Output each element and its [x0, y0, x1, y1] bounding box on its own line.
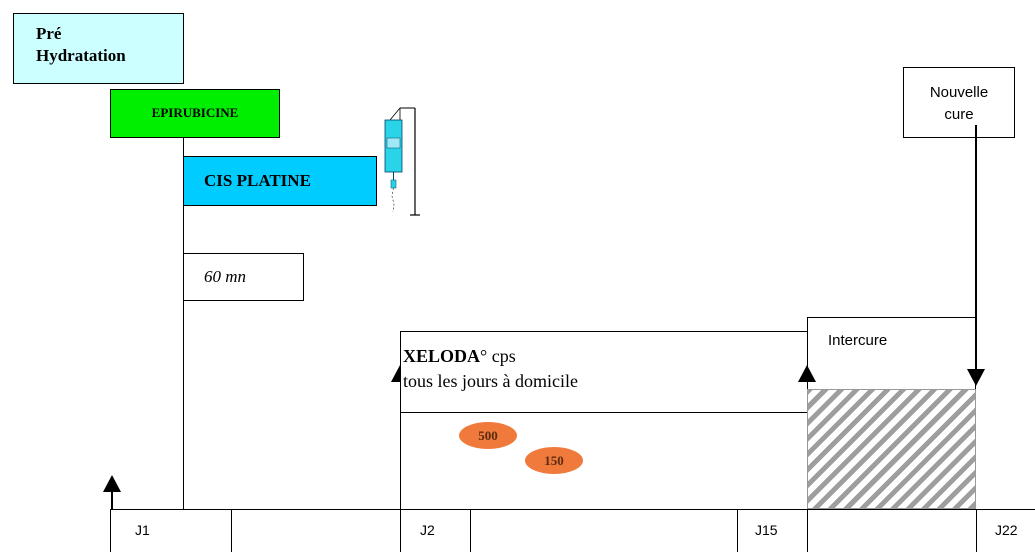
- duration-box: 60 mn: [183, 253, 304, 301]
- timeline-tick: [400, 509, 401, 552]
- day-label-j22: J22: [995, 522, 1018, 538]
- j15-arrow-icon: [798, 365, 816, 382]
- nouvelle-cure-arrow-shaft: [975, 125, 977, 370]
- timeline-tick: [737, 509, 738, 552]
- nouvelle-cure-arrow-icon: [967, 369, 985, 386]
- xeloda-line2: tous les jours à domicile: [403, 371, 578, 391]
- start-arrow-icon: [103, 475, 121, 492]
- pre-hydration-line2: Hydratation: [36, 46, 126, 65]
- intercure-hatched-area: [807, 389, 976, 509]
- day-label-j2: J2: [420, 522, 435, 538]
- timeline-tick: [231, 509, 232, 552]
- pill-500: 500: [459, 422, 517, 449]
- nouvelle-cure-box: Nouvelle cure: [903, 67, 1015, 138]
- intercure-box: Intercure: [807, 317, 976, 390]
- start-arrow-shaft: [111, 490, 113, 510]
- infusion-vertical-line: [183, 138, 184, 510]
- xeloda-suffix: ° cps: [480, 346, 516, 366]
- nouvelle-cure-line2: cure: [944, 106, 974, 123]
- day-label-j15: J15: [755, 522, 778, 538]
- cisplatine-box: CIS PLATINE: [183, 156, 377, 206]
- xeloda-line1: XELODA° cps: [403, 344, 807, 369]
- timeline-top-line: [110, 509, 1035, 510]
- timeline-tick: [807, 509, 808, 552]
- pre-hydration-box: Pré Hydratation: [13, 13, 184, 84]
- j2-vertical-line: [400, 380, 401, 510]
- pre-hydration-line1: Pré: [36, 24, 62, 43]
- iv-drip-icon: [384, 107, 420, 216]
- nouvelle-cure-line1: Nouvelle: [929, 84, 989, 101]
- timeline-tick: [110, 509, 111, 552]
- timeline-tick: [976, 509, 977, 552]
- xeloda-box: XELODA° cps tous les jours à domicile: [400, 331, 808, 413]
- timeline-tick: [470, 509, 471, 552]
- xeloda-name: XELODA: [403, 346, 481, 366]
- day-label-j1: J1: [135, 522, 150, 538]
- epirubicine-box: EPIRUBICINE: [110, 89, 280, 138]
- pill-150: 150: [525, 447, 583, 474]
